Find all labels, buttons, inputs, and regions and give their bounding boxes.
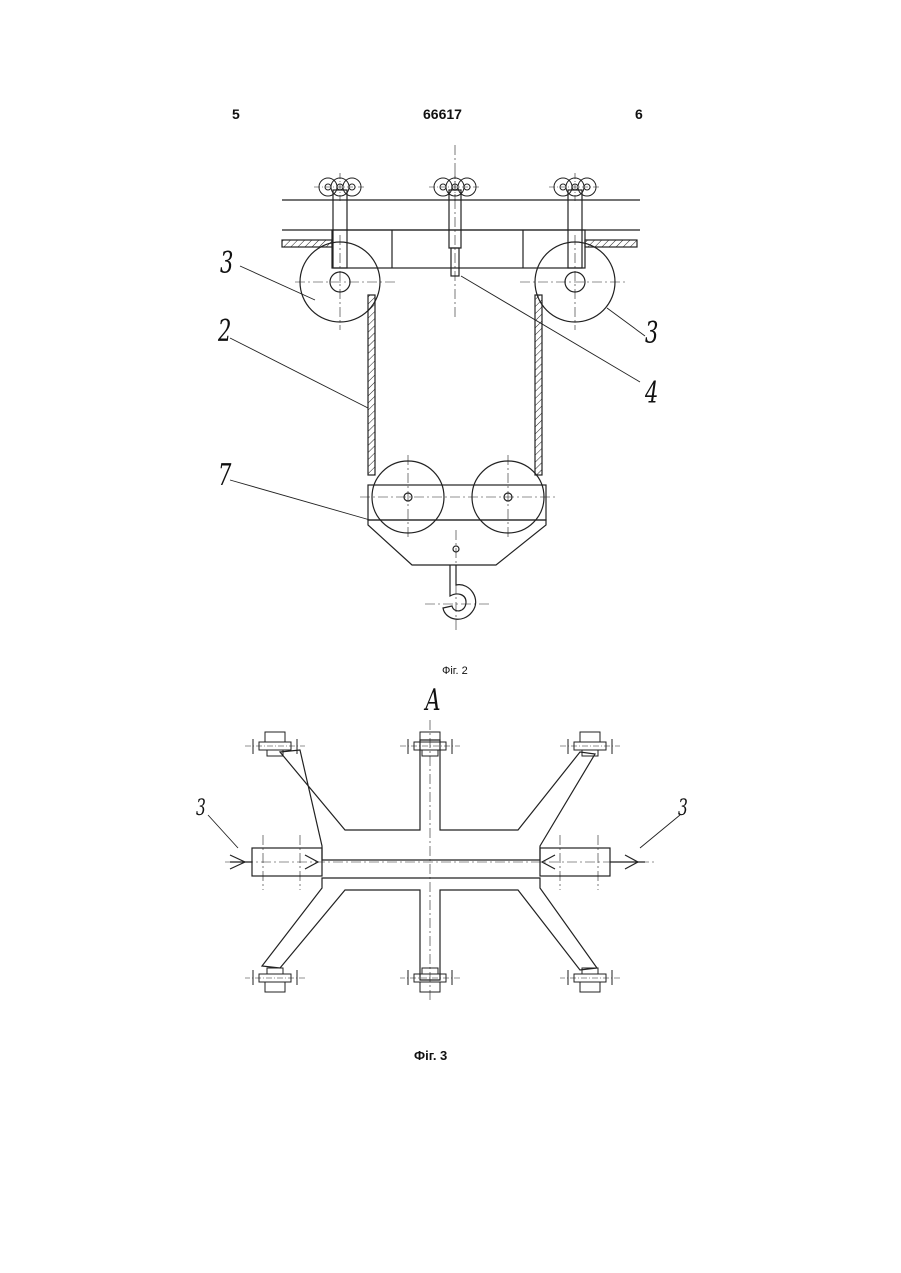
label-arm-left: 3 xyxy=(196,796,206,821)
figure-3-drawing xyxy=(208,720,680,1000)
label-rope: 2 xyxy=(218,314,231,349)
figure-2-drawing xyxy=(230,145,645,632)
label-block: 7 xyxy=(218,458,231,493)
label-arm-right: 3 xyxy=(678,796,688,821)
label-pulley-right: 3 xyxy=(645,316,658,351)
label-pulley-left: 3 xyxy=(220,246,233,281)
view-label: А xyxy=(425,683,441,718)
figure-3-caption: Фіг. 3 xyxy=(414,1048,447,1063)
label-rod: 4 xyxy=(645,376,658,411)
figure-2-caption: Фіг. 2 xyxy=(442,665,468,677)
